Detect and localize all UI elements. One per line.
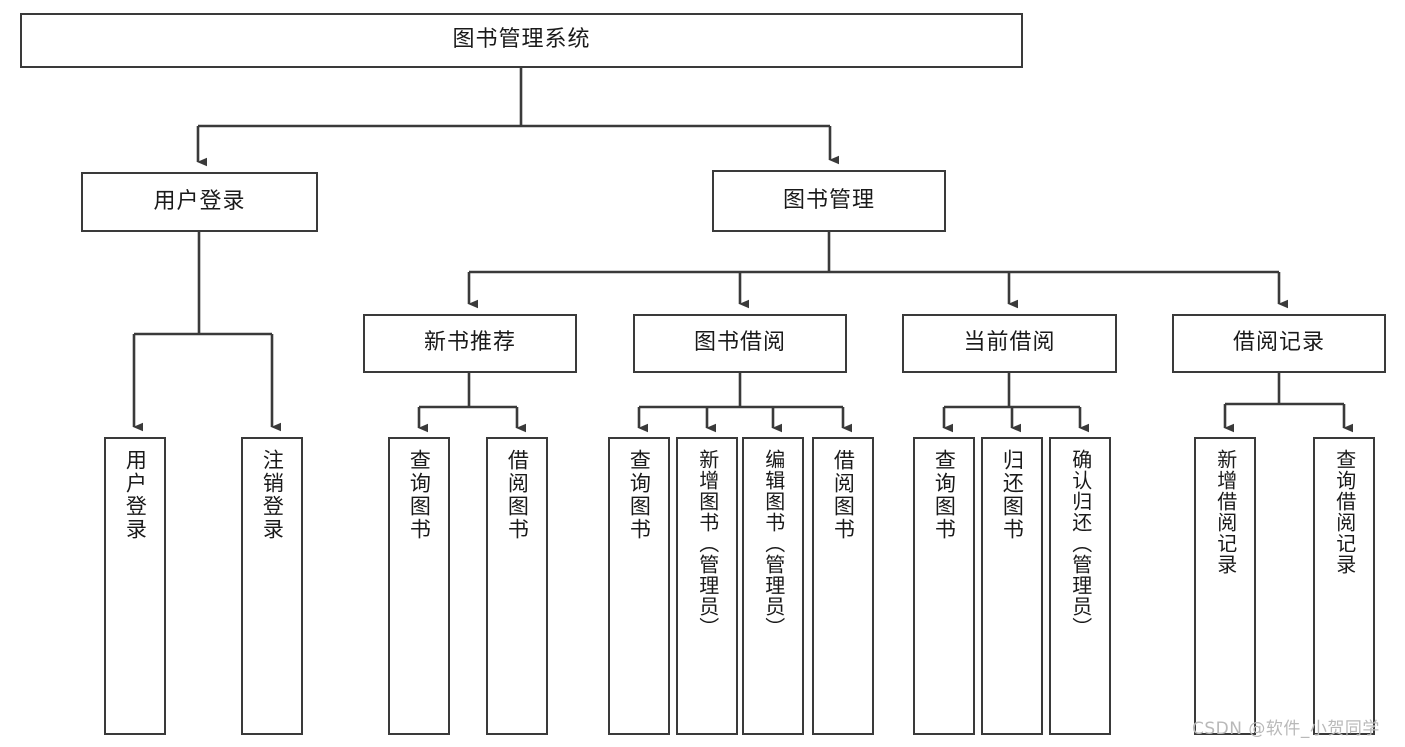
node-leaf-add-record[interactable]: 新增借阅记录 xyxy=(1194,437,1256,735)
node-leaf-borrow-book-2-label: 借阅图书 xyxy=(831,449,856,541)
node-leaf-borrow-book-1[interactable]: 借阅图书 xyxy=(486,437,548,735)
node-book-management-label: 图书管理 xyxy=(782,187,875,213)
node-new-book-recommend[interactable]: 新书推荐 xyxy=(363,314,577,373)
node-leaf-logout-login[interactable]: 注销登录 xyxy=(241,437,303,735)
csdn-watermark: CSDN @软件_小贺同学 xyxy=(1192,719,1380,739)
node-current-borrow-label: 当前借阅 xyxy=(963,330,1056,356)
node-leaf-query-record-label: 查询借阅记录 xyxy=(1332,449,1357,575)
node-leaf-query-book-1-label: 查询图书 xyxy=(407,449,432,541)
node-leaf-edit-book-label: 编辑图书（管理员） xyxy=(761,449,786,638)
node-user-login[interactable]: 用户登录 xyxy=(81,172,318,232)
node-leaf-borrow-book-2[interactable]: 借阅图书 xyxy=(812,437,874,735)
node-leaf-edit-book[interactable]: 编辑图书（管理员） xyxy=(742,437,804,735)
node-leaf-return-book-label: 归还图书 xyxy=(1000,449,1025,541)
node-borrow-record[interactable]: 借阅记录 xyxy=(1172,314,1386,373)
node-leaf-confirm-return[interactable]: 确认归还（管理员） xyxy=(1049,437,1111,735)
node-leaf-user-login-label: 用户登录 xyxy=(123,449,148,541)
node-leaf-confirm-return-label: 确认归还（管理员） xyxy=(1068,449,1093,638)
node-leaf-logout-login-label: 注销登录 xyxy=(260,449,285,541)
node-current-borrow[interactable]: 当前借阅 xyxy=(902,314,1117,373)
node-leaf-query-book-3[interactable]: 查询图书 xyxy=(913,437,975,735)
node-book-management[interactable]: 图书管理 xyxy=(712,170,946,232)
node-root[interactable]: 图书管理系统 xyxy=(20,13,1023,68)
node-leaf-query-record[interactable]: 查询借阅记录 xyxy=(1313,437,1375,735)
node-leaf-add-record-label: 新增借阅记录 xyxy=(1213,449,1238,575)
node-borrow-record-label: 借阅记录 xyxy=(1232,330,1325,356)
node-leaf-query-book-1[interactable]: 查询图书 xyxy=(388,437,450,735)
node-user-login-label: 用户登录 xyxy=(153,188,246,214)
node-book-borrow[interactable]: 图书借阅 xyxy=(633,314,847,373)
node-new-book-recommend-label: 新书推荐 xyxy=(423,330,516,356)
node-leaf-query-book-2-label: 查询图书 xyxy=(627,449,652,541)
node-leaf-borrow-book-1-label: 借阅图书 xyxy=(505,449,530,541)
node-leaf-add-book[interactable]: 新增图书（管理员） xyxy=(676,437,738,735)
node-leaf-user-login[interactable]: 用户登录 xyxy=(104,437,166,735)
node-root-label: 图书管理系统 xyxy=(452,27,591,53)
node-leaf-add-book-label: 新增图书（管理员） xyxy=(695,449,720,638)
node-book-borrow-label: 图书借阅 xyxy=(693,330,786,356)
node-leaf-query-book-2[interactable]: 查询图书 xyxy=(608,437,670,735)
node-leaf-return-book[interactable]: 归还图书 xyxy=(981,437,1043,735)
node-leaf-query-book-3-label: 查询图书 xyxy=(932,449,957,541)
